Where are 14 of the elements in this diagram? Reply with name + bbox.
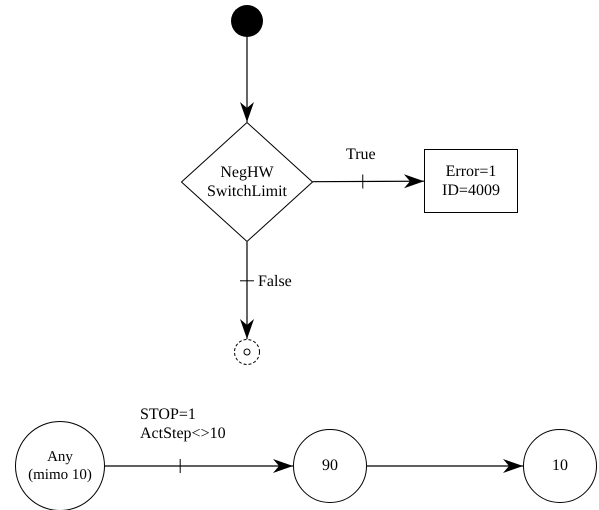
transition-arrow — [105, 458, 293, 474]
node-label: Any (mimo 10) — [27, 448, 93, 484]
transition-arrow — [240, 37, 254, 122]
end-node — [234, 339, 260, 365]
transition-arrow — [240, 242, 254, 339]
action-box — [424, 149, 518, 213]
node-label: Error=1 ID=4009 — [441, 162, 501, 200]
node-label: 10 — [552, 456, 568, 476]
node-label: 90 — [322, 456, 338, 476]
transition-arrow — [367, 459, 523, 473]
node-label: NegHW SwitchLimit — [206, 162, 288, 202]
decision-diamond — [181, 122, 313, 242]
start-node — [231, 5, 263, 37]
transition-arrow — [312, 174, 424, 189]
